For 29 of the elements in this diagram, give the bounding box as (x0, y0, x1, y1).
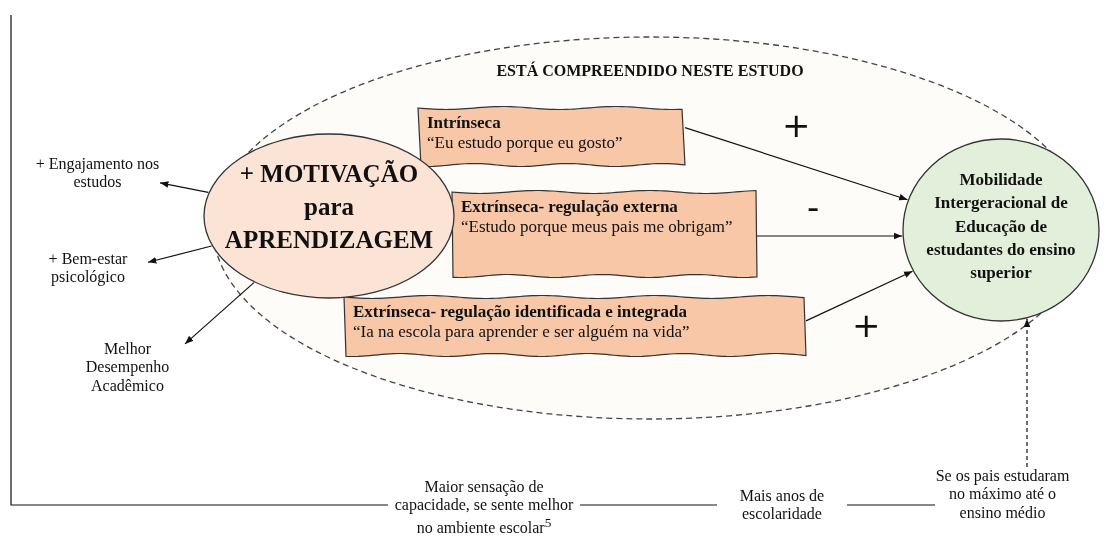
motivation-title: + MOTIVAÇÃO para APRENDIZAGEM (223, 159, 435, 255)
factor-text: Mais anos de escolaridade (717, 487, 847, 524)
box-quote: “Ia na escola para aprender e ser alguém na vida” (353, 322, 690, 343)
arrow (684, 127, 909, 201)
factor-text: Se os pais estudaram no máximo até o ensino médio (935, 467, 1070, 539)
factor-text: Maior sensação de capacidade, se sente melhor no ambiente escolar$^{5}$ (388, 478, 580, 534)
motivation-type-box (452, 190, 757, 278)
connector-line (846, 504, 936, 506)
box-quote: “Estudo porque meus pais me obrigam” (461, 217, 733, 238)
arrow (147, 245, 213, 264)
outcome-title: Mobilidade Intergeracional de Educação de estudantes do ensino superior (926, 169, 1076, 285)
arrow (184, 282, 255, 345)
effect-text: + Bem-estar psicológico (28, 250, 148, 294)
effect-text: Melhor Desempenho Acadêmico (70, 340, 185, 406)
scope-title: ESTÁ COMPREENDIDO NESTE ESTUDO (496, 62, 804, 81)
effect-text: + Engajamento nos estudos (35, 155, 160, 199)
connector-line (579, 504, 718, 506)
motivation-type-box (418, 106, 685, 167)
connector-line (10, 14, 389, 506)
box-quote: “Eu estudo porque eu gosto” (427, 133, 623, 154)
arrow (805, 270, 914, 322)
box-heading: Intrínseca (427, 113, 501, 134)
motivation-type-box (344, 295, 806, 357)
box-heading: Extrínseca- regulação externa (461, 197, 678, 218)
arrow (159, 181, 209, 193)
outcome-circle (902, 138, 1100, 322)
arrow (1023, 318, 1031, 468)
arrow (756, 232, 903, 240)
box-heading: Extrínseca- regulação identificada e integrada (353, 302, 687, 323)
